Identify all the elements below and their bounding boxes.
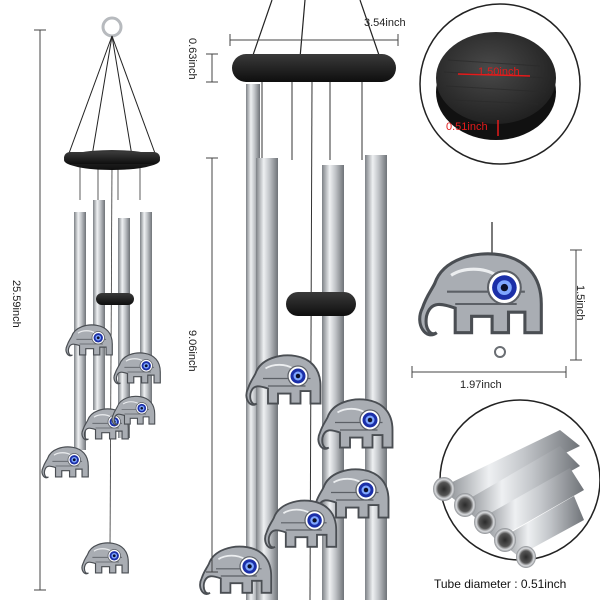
closeup-dimension-lines bbox=[206, 34, 399, 573]
ring-height-label: 0.63inch bbox=[186, 38, 198, 80]
overall-height-label: 25.59inch bbox=[10, 280, 22, 328]
tube-diameter-caption: Tube diameter : 0.51inch bbox=[434, 577, 567, 591]
disc-detail bbox=[419, 3, 581, 165]
ring-width-label: 3.54inch bbox=[364, 17, 406, 29]
charm-height-label: 1.5inch bbox=[574, 285, 586, 321]
charm-width-label: 1.97inch bbox=[460, 379, 502, 391]
left-full-chime bbox=[41, 16, 161, 575]
tube-ends-detail bbox=[433, 399, 600, 568]
closeup-chime bbox=[199, 0, 396, 600]
charm-detail bbox=[418, 222, 543, 358]
charm-dimension-lines bbox=[411, 249, 582, 378]
disc-thickness-label: 0.51inch bbox=[446, 121, 488, 133]
disc-diameter-label: 1.50inch bbox=[478, 66, 520, 78]
tube-length-label: 9.06inch bbox=[186, 330, 198, 372]
overall-height-dimension-line bbox=[34, 29, 46, 591]
